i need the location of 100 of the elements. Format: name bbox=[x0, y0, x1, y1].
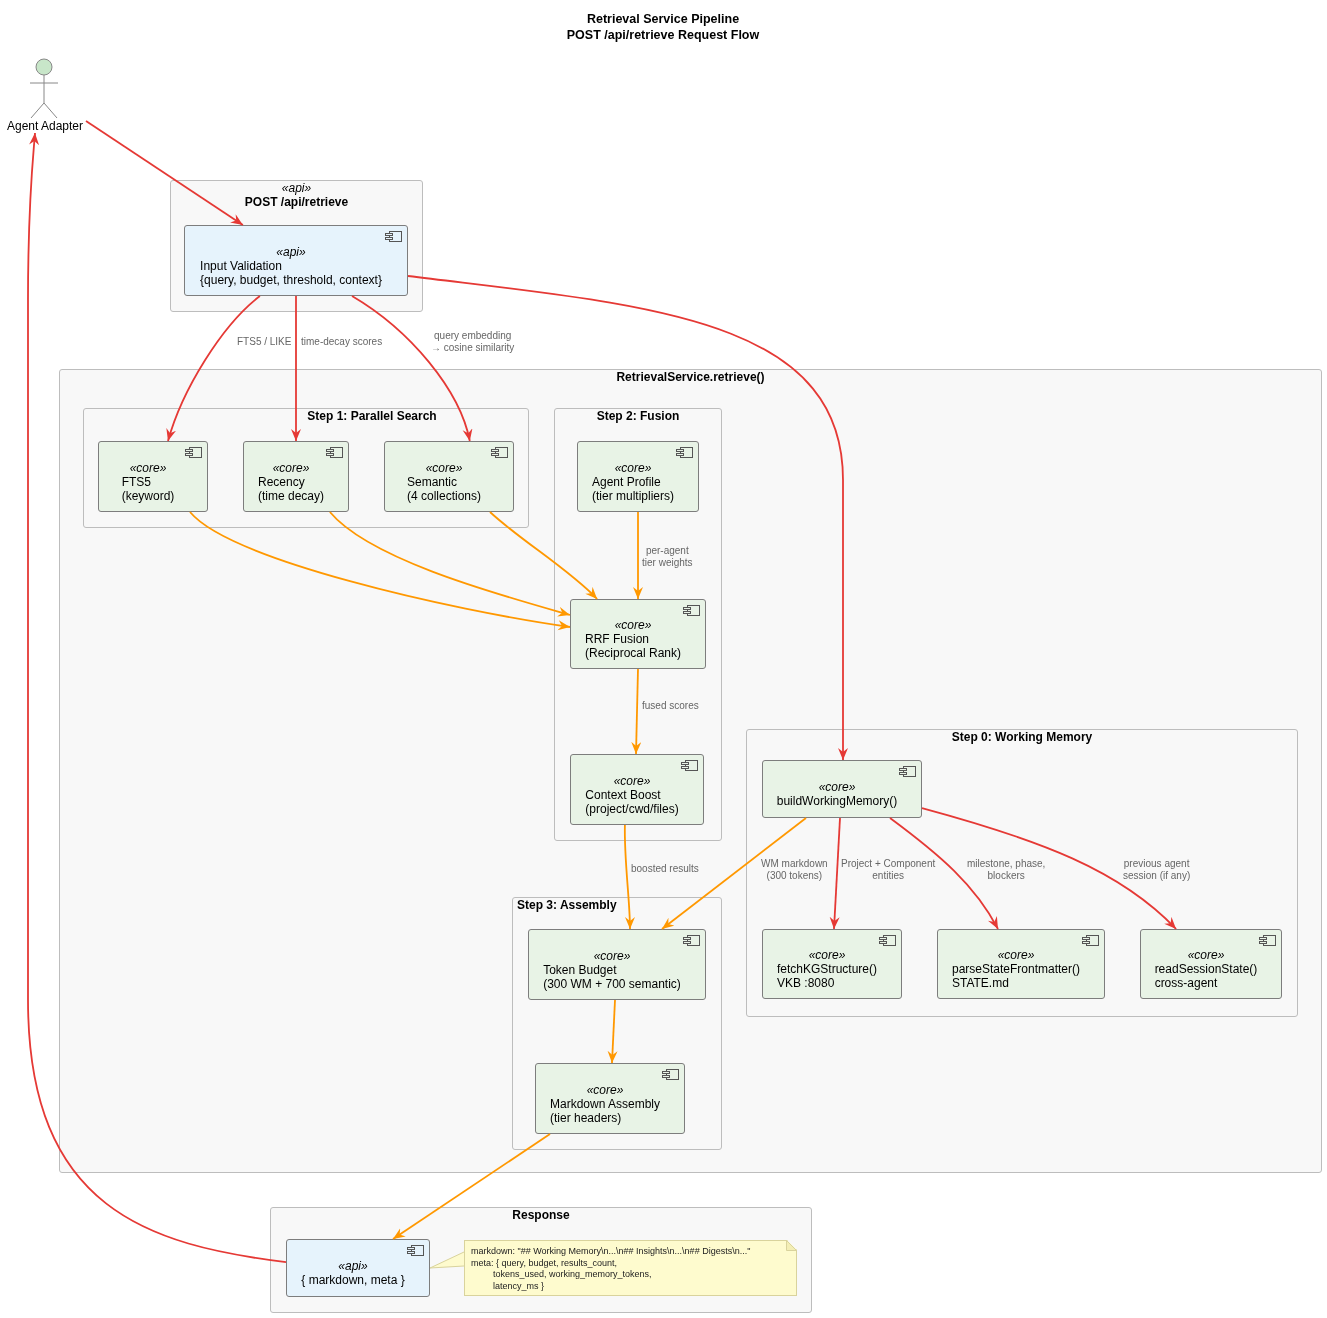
component-name: buildWorkingMemory() bbox=[776, 794, 898, 808]
group-title: Response bbox=[512, 1209, 570, 1223]
arrow bbox=[392, 1133, 551, 1240]
component-card bbox=[384, 441, 514, 512]
edge-label: WM markdown (300 tokens) bbox=[760, 858, 829, 882]
note-card bbox=[464, 1240, 797, 1296]
component-card bbox=[535, 1063, 685, 1134]
note-text: markdown: "## Working Memory\n...\n## Insights\n...\n## Digests\n..." bbox=[471, 1246, 751, 1258]
component-detail: (keyword) bbox=[121, 488, 175, 503]
component-card bbox=[184, 225, 408, 296]
arrow bbox=[85, 120, 244, 226]
component-detail: STATE.md bbox=[951, 976, 1009, 990]
component-name: Context Boost bbox=[585, 787, 661, 802]
component-card bbox=[286, 1239, 430, 1297]
component-card bbox=[577, 441, 699, 512]
component-detail: {query, budget, threshold, context} bbox=[200, 272, 382, 287]
stereotype-label: «core» bbox=[272, 460, 310, 475]
stereotype-label: «core» bbox=[425, 460, 463, 475]
component-card bbox=[762, 760, 922, 818]
stereotype-label: «core» bbox=[593, 948, 631, 963]
group-title: RetrievalService.retrieve() bbox=[616, 371, 765, 385]
component-card bbox=[98, 441, 208, 512]
group-frame bbox=[170, 180, 423, 312]
group-frame bbox=[512, 897, 722, 1150]
stereotype-label: «api» bbox=[338, 1259, 368, 1273]
group-frame bbox=[59, 369, 1322, 1173]
arrow bbox=[27, 132, 287, 1264]
arrow bbox=[291, 295, 301, 442]
edge-label: previous agent session (if any) bbox=[1122, 858, 1192, 882]
component-detail: (4 collections) bbox=[407, 488, 481, 503]
component-detail: (300 WM + 700 semantic) bbox=[543, 976, 681, 991]
edge-label: milestone, phase, blockers bbox=[966, 858, 1047, 882]
stereotype-label: «core» bbox=[818, 780, 856, 794]
component-detail: (Reciprocal Rank) bbox=[585, 646, 681, 660]
component-detail: (tier headers) bbox=[549, 1110, 622, 1125]
component-card bbox=[570, 599, 706, 669]
group-frame bbox=[83, 408, 529, 528]
component-name: Recency bbox=[258, 474, 305, 489]
component-name: Semantic bbox=[407, 474, 457, 489]
arrow bbox=[189, 511, 571, 631]
arrow bbox=[607, 999, 618, 1064]
group-frame bbox=[270, 1207, 812, 1313]
arrow bbox=[623, 824, 635, 930]
note-connector bbox=[429, 1251, 465, 1269]
component-card bbox=[762, 929, 902, 999]
arrow bbox=[921, 807, 1177, 930]
arrow bbox=[351, 295, 472, 442]
component-card bbox=[1140, 929, 1282, 999]
arrow bbox=[889, 817, 999, 930]
group-title: Step 3: Assembly bbox=[517, 899, 617, 913]
component-name: Markdown Assembly bbox=[549, 1096, 660, 1111]
edge-label: per-agent tier weights bbox=[641, 545, 694, 569]
arrow bbox=[631, 668, 642, 755]
stereotype-label: «core» bbox=[997, 948, 1035, 962]
component-name: Token Budget bbox=[543, 962, 617, 977]
arrow bbox=[329, 511, 571, 617]
edge-label: time-decay scores bbox=[300, 336, 384, 348]
edge-label: fused scores bbox=[641, 700, 700, 712]
component-name: { markdown, meta } bbox=[301, 1273, 405, 1287]
stereotype-label: «core» bbox=[129, 460, 167, 475]
edge-label: query embedding → cosine similarity bbox=[430, 330, 516, 354]
component-card bbox=[243, 441, 349, 512]
arrow bbox=[661, 817, 807, 930]
arrow bbox=[489, 511, 598, 600]
note-text: meta: { query, budget, results_count, tokens_used, working_memory_tokens, latency_ms } bbox=[471, 1257, 652, 1292]
stereotype-label: «core» bbox=[808, 948, 846, 962]
component-detail: (tier multipliers) bbox=[592, 488, 674, 503]
component-card bbox=[528, 929, 706, 1000]
arrow bbox=[829, 817, 841, 930]
component-name: RRF Fusion bbox=[585, 632, 649, 646]
component-detail: VKB :8080 bbox=[777, 976, 835, 990]
diagram-title: Retrieval Service Pipeline POST /api/retrieve Request Flow bbox=[566, 11, 760, 43]
stereotype-label: «core» bbox=[586, 1082, 624, 1097]
component-name: parseStateFrontmatter() bbox=[951, 962, 1080, 976]
group-title: Step 2: Fusion bbox=[596, 410, 680, 424]
group-frame bbox=[554, 408, 722, 841]
stereotype-label: «core» bbox=[1187, 948, 1225, 962]
component-detail: cross-agent bbox=[1154, 976, 1218, 990]
stereotype-label: «core» bbox=[614, 618, 652, 632]
stereotype-label: «core» bbox=[613, 773, 651, 788]
arrow bbox=[407, 275, 848, 761]
component-detail: (project/cwd/files) bbox=[585, 801, 679, 816]
stereotype-label: «core» bbox=[614, 460, 652, 475]
group-title: POST /api/retrieve bbox=[244, 195, 349, 209]
edge-label: boosted results bbox=[630, 863, 700, 875]
component-card bbox=[570, 754, 704, 825]
component-name: Agent Profile bbox=[592, 474, 661, 489]
arrow bbox=[166, 295, 261, 442]
actor-label: Agent Adapter bbox=[6, 119, 84, 133]
component-name: Input Validation bbox=[200, 258, 282, 273]
component-card bbox=[937, 929, 1105, 999]
group-frame bbox=[746, 729, 1298, 1017]
arrow bbox=[633, 511, 643, 600]
stereotype-label: «api» bbox=[281, 182, 312, 196]
edge-label: FTS5 / LIKE bbox=[236, 336, 293, 348]
component-name: fetchKGStructure() bbox=[777, 962, 877, 976]
group-title: Step 0: Working Memory bbox=[951, 731, 1093, 745]
component-detail: (time decay) bbox=[258, 488, 324, 503]
component-name: readSessionState() bbox=[1154, 962, 1258, 976]
stereotype-label: «api» bbox=[276, 244, 306, 259]
